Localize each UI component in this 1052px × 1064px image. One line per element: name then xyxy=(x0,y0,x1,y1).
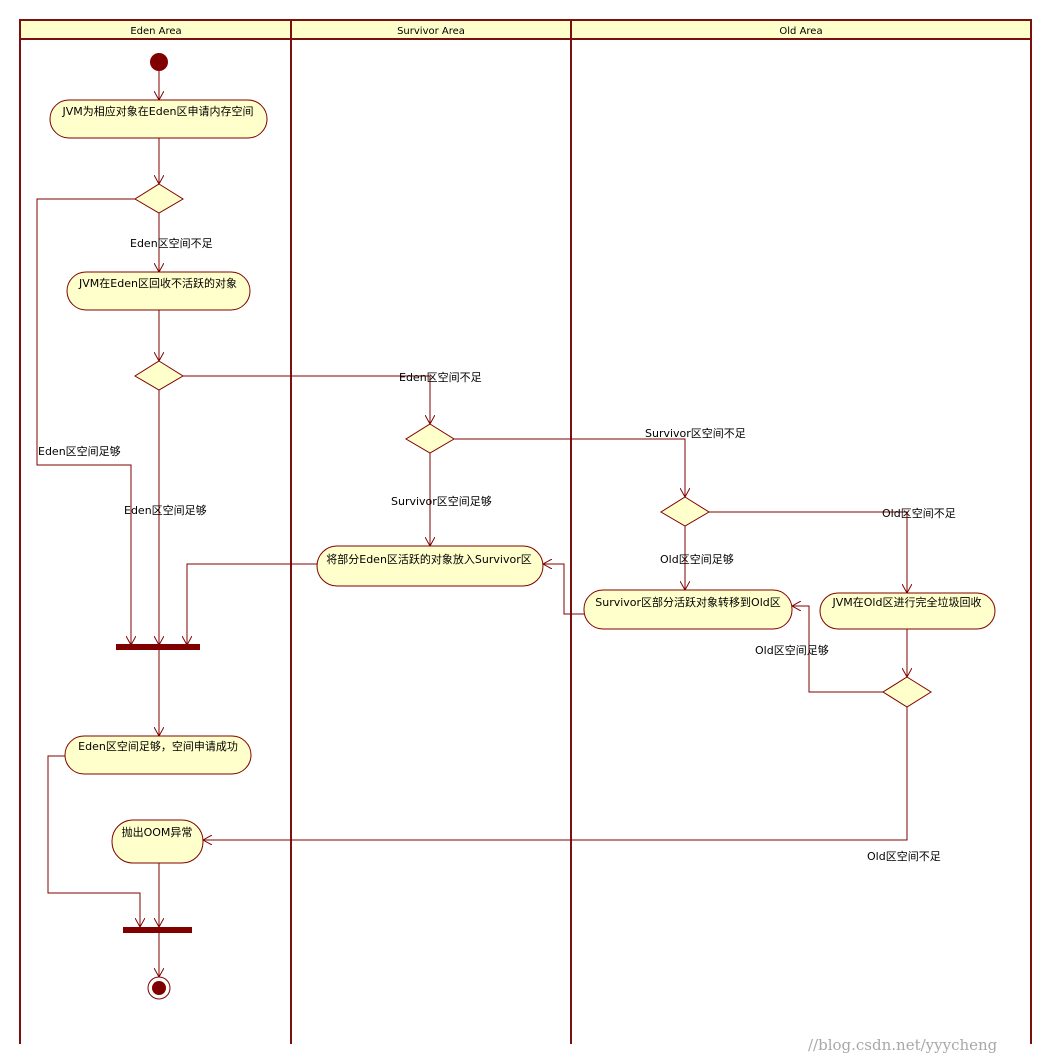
lane-title-eden: Eden Area xyxy=(130,26,181,37)
label-old-insufficient-2: Old区空间不足 xyxy=(867,849,941,863)
activity-move-to-old: Survivor区部分活跃对象转移到Old区 xyxy=(583,589,793,630)
label-old-sufficient-2: Old区空间足够 xyxy=(755,643,829,657)
activity-request-label: JVM为相应对象在Eden区申请内存空间 xyxy=(62,104,254,118)
activity-eden-gc: JVM在Eden区回收不活跃的对象 xyxy=(66,271,251,311)
activity-oom: 抛出OOM异常 xyxy=(111,819,204,864)
swimlane-header: Eden Area Survivor Area Old Area xyxy=(19,19,1032,40)
activity-success: Eden区空间足够，空间申请成功 xyxy=(64,735,252,775)
activity-request: JVM为相应对象在Eden区申请内存空间 xyxy=(49,99,268,139)
decision-eden-space-1 xyxy=(134,183,184,214)
activity-move-to-old-label: Survivor区部分活跃对象转移到Old区 xyxy=(595,595,781,609)
edge-labels: Eden区空间不足 Eden区空间不足 Eden区空间足够 Eden区空间足够 … xyxy=(38,236,956,863)
label-survivor-sufficient: Survivor区空间足够 xyxy=(391,494,492,508)
lane-title-old: Old Area xyxy=(779,26,822,37)
label-survivor-insufficient: Survivor区空间不足 xyxy=(645,426,746,440)
watermark: //blog.csdn.net/yyycheng xyxy=(808,1036,998,1054)
decision-survivor-space xyxy=(405,423,455,454)
activity-move-to-survivor: 将部分Eden区活跃的对象放入Survivor区 xyxy=(316,545,544,587)
activity-success-label: Eden区空间足够，空间申请成功 xyxy=(78,739,238,753)
activity-eden-gc-label: JVM在Eden区回收不活跃的对象 xyxy=(78,276,237,290)
lane-title-survivor: Survivor Area xyxy=(397,26,465,37)
label-old-sufficient-1: Old区空间足够 xyxy=(660,552,734,566)
end-node xyxy=(147,976,171,1000)
label-old-insufficient-1: Old区空间不足 xyxy=(882,506,956,520)
label-eden-sufficient-2: Eden区空间足够 xyxy=(124,503,207,517)
decision-eden-space-2 xyxy=(134,360,184,391)
label-eden-insufficient-2: Eden区空间不足 xyxy=(399,370,482,384)
decision-old-space xyxy=(660,496,710,527)
activity-full-gc: JVM在Old区进行完全垃圾回收 xyxy=(819,592,996,630)
activity-full-gc-label: JVM在Old区进行完全垃圾回收 xyxy=(832,595,982,609)
final-join-bar xyxy=(123,927,192,933)
activity-oom-label: 抛出OOM异常 xyxy=(122,825,193,839)
join-bar xyxy=(116,644,200,650)
activity-move-to-survivor-label: 将部分Eden区活跃的对象放入Survivor区 xyxy=(326,552,531,566)
label-eden-sufficient-1: Eden区空间足够 xyxy=(38,444,121,458)
swimlane-lines xyxy=(19,20,1032,1044)
start-node xyxy=(150,53,168,71)
edges xyxy=(36,71,907,977)
decision-old-space-after-gc xyxy=(882,676,932,708)
label-eden-insufficient-1: Eden区空间不足 xyxy=(130,236,213,250)
